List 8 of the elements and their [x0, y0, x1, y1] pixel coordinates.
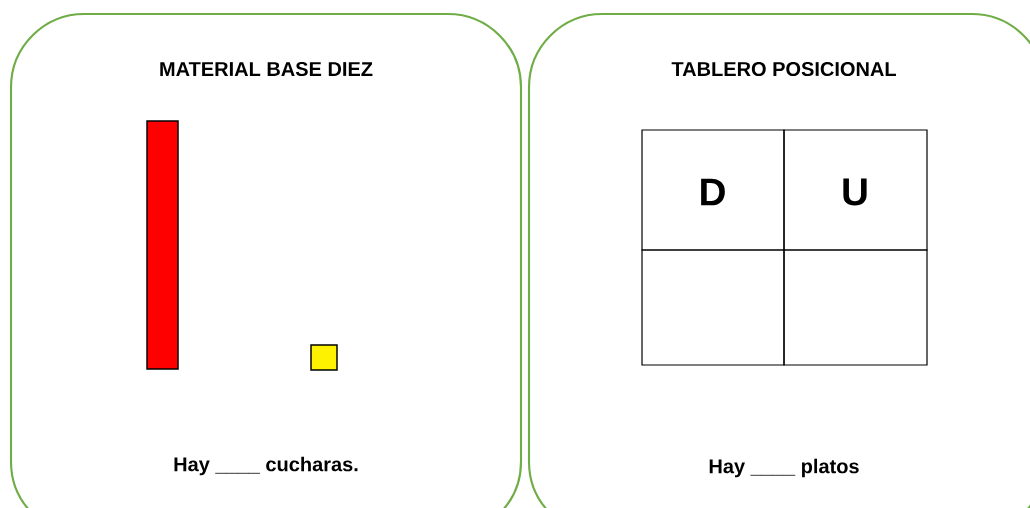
- fill-in-sentence: Hay ____ cucharas.: [174, 456, 358, 476]
- card: [9, 12, 523, 508]
- table-cell: U: [783, 129, 928, 251]
- card-title: TABLERO POSICIONAL: [671, 61, 896, 77]
- table-cell: D: [641, 129, 785, 251]
- card-title: MATERIAL BASE DIEZ: [160, 61, 373, 77]
- card: [527, 12, 1030, 508]
- fill-in-sentence: Hay ____ platos: [709, 458, 859, 478]
